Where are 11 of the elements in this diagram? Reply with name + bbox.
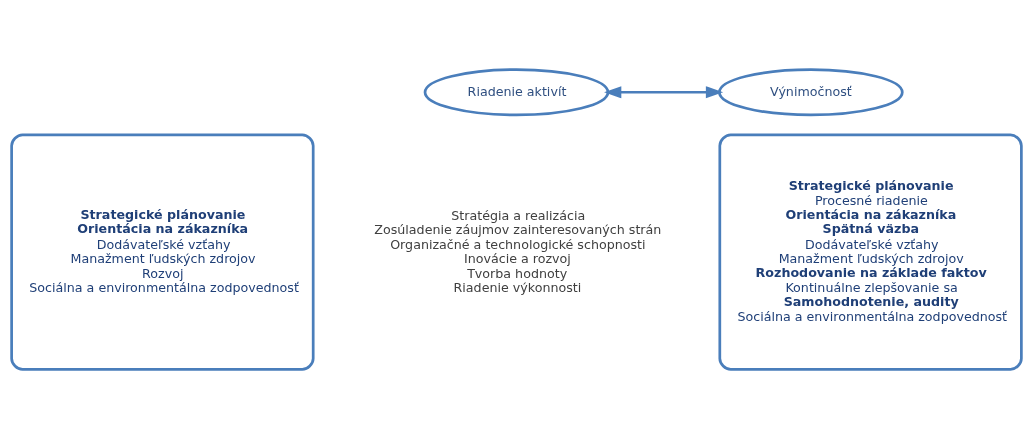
label: Tvorba hodnoty: [467, 265, 568, 281]
node-box: Strategické plánovanie Orientácia na zákazníka Dodávateľské vzťahy Manažment ľudských zdrojov Rozvoj Sociálna a environmentálna zodpovednosť: [10, 133, 315, 371]
node-ellipse: Riadenie aktivít: [423, 68, 610, 117]
label: Inovácie a rozvoj: [463, 251, 571, 267]
arrow: [604, 86, 724, 99]
node-box: Strategické plánovanie Procesné riadenie Orientácia na zákazníka Spätná väzba Dodávateľské vzťahy Manažment ľudských zdrojov Rozhodovanie na základe faktov Kontinuálne zlepšovanie sa Samohodnotenie, audity Sociálna a environmentálna zodpovednosť: [718, 133, 1023, 371]
label: Stratégia a realizácia: [451, 207, 586, 223]
label: Zosúladenie záujmov zainteresovaných strán: [374, 222, 662, 238]
node-ellipse: Výnimočnosť: [718, 68, 904, 117]
label: Riadenie výkonnosti: [453, 280, 582, 296]
label: Organizačné a technologické schopnosti: [390, 236, 646, 252]
